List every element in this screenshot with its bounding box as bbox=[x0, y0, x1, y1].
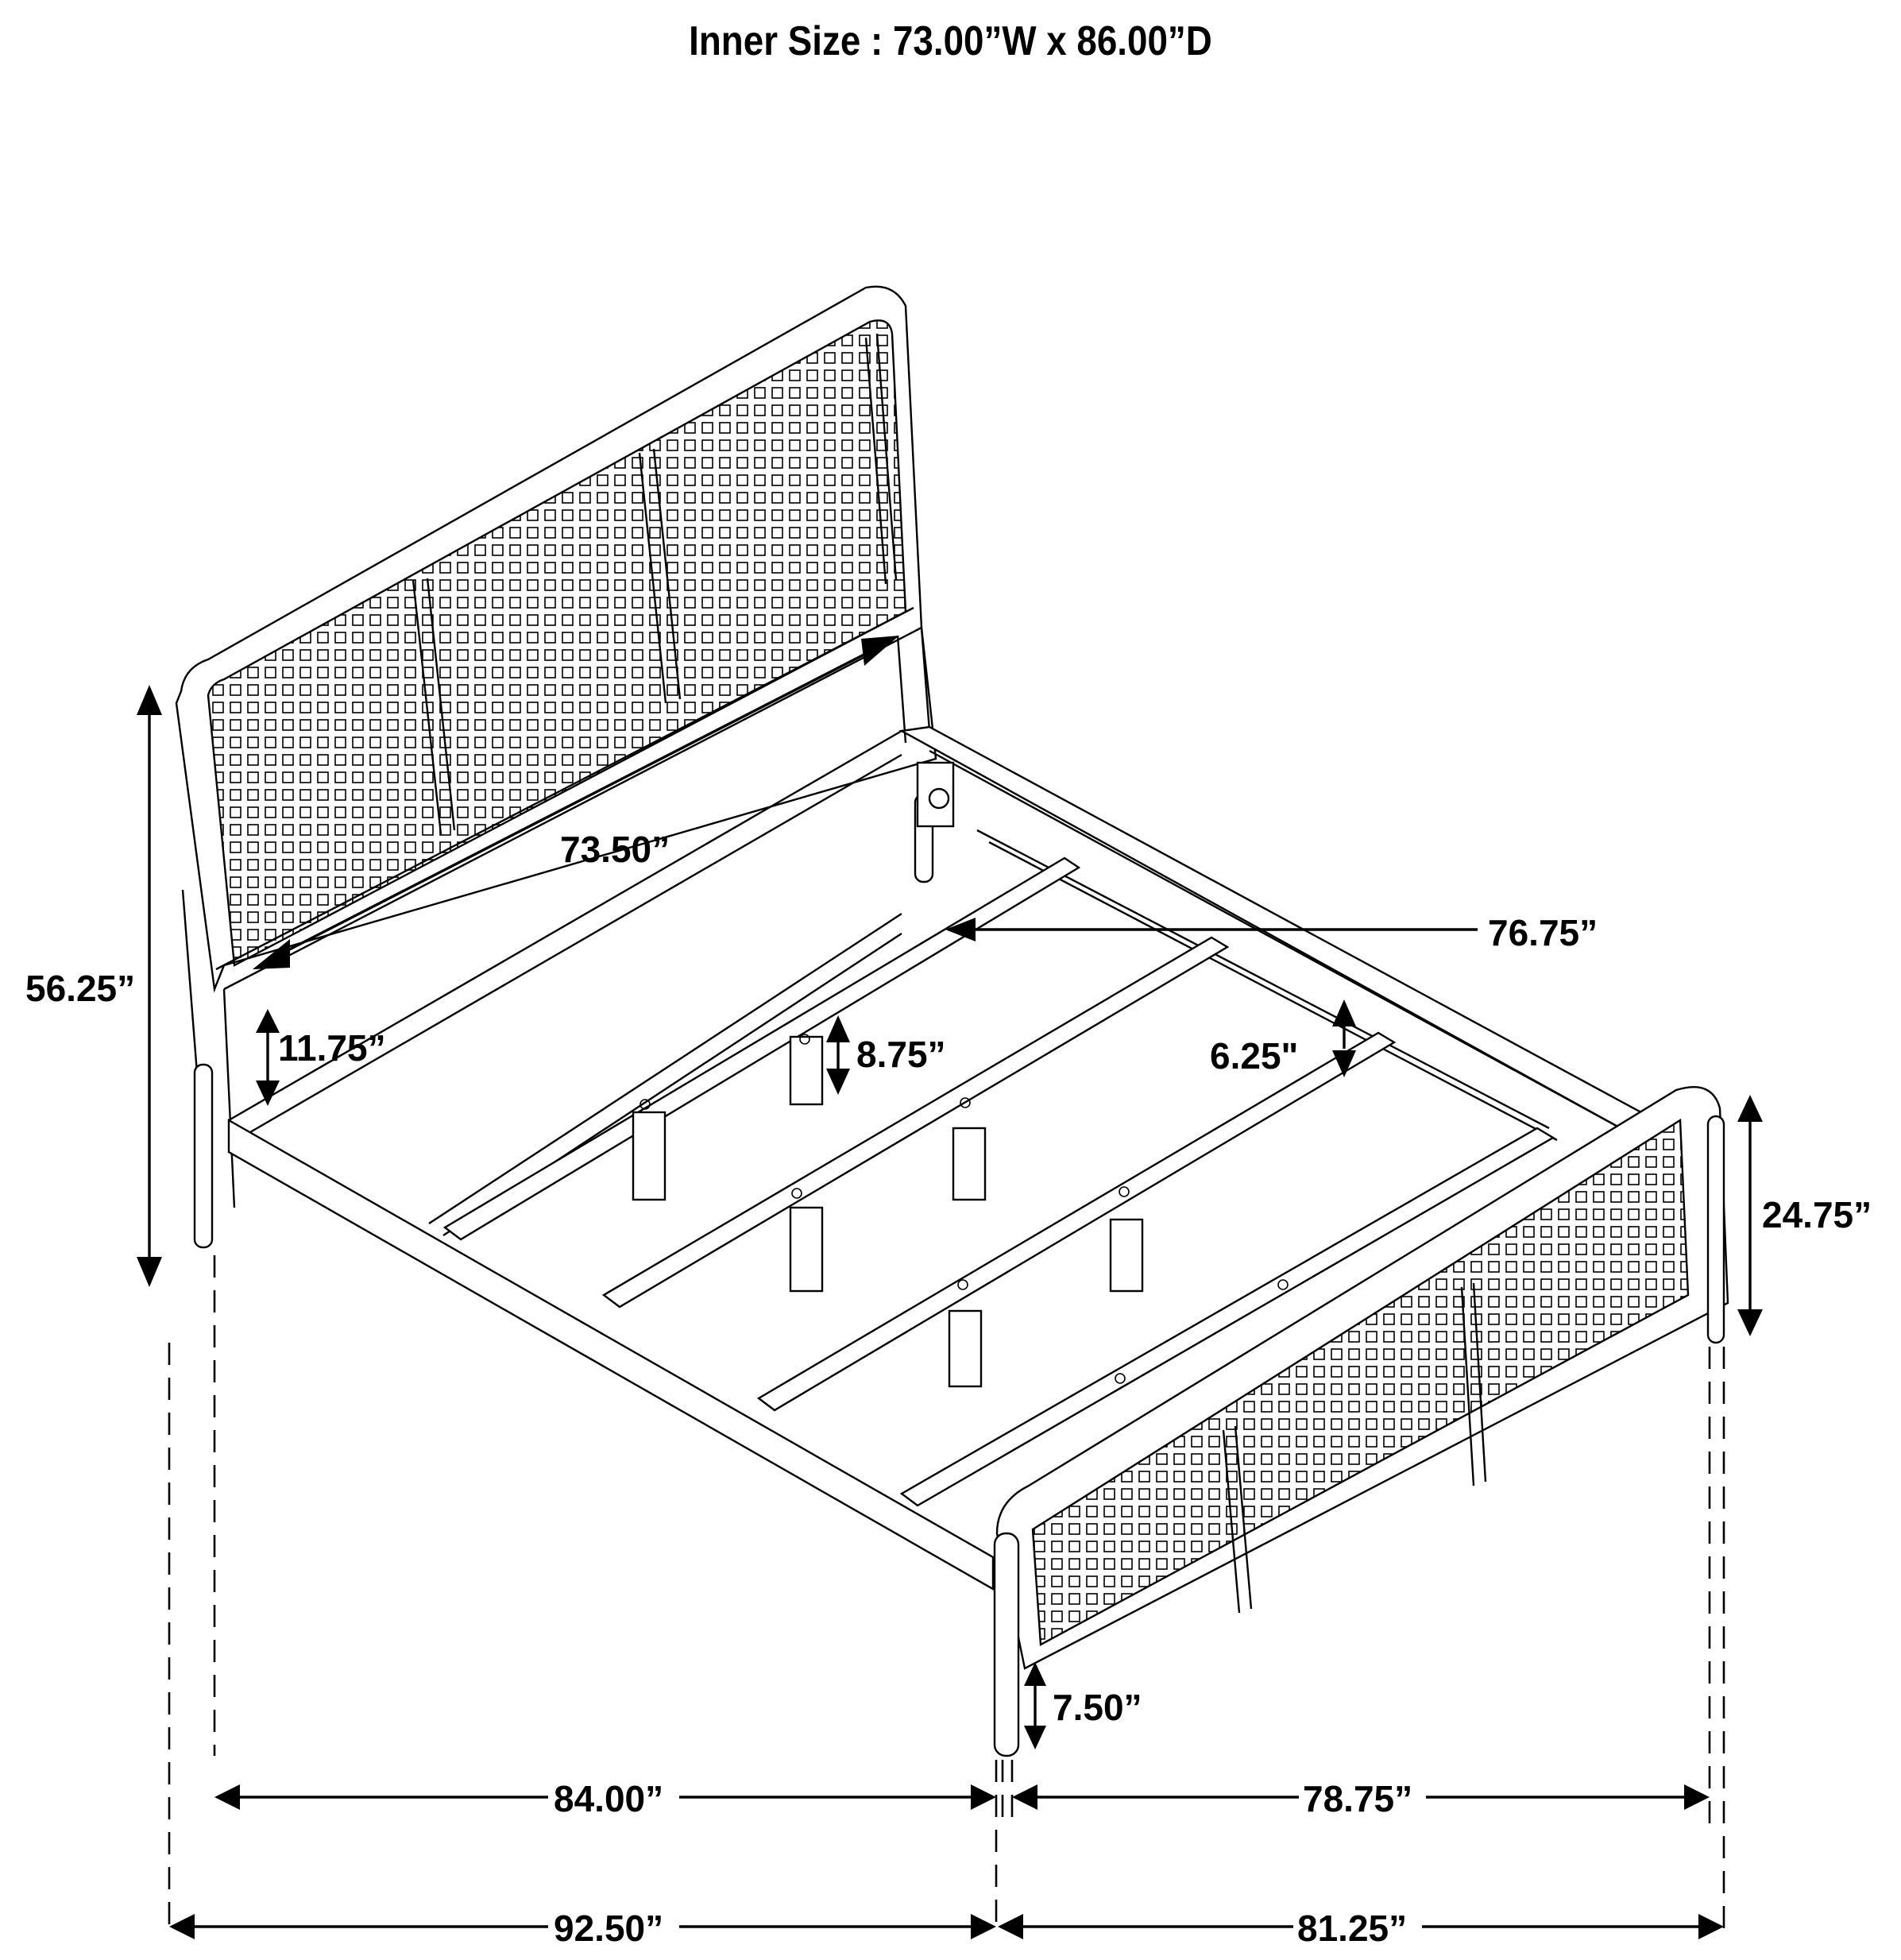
dim-headboard-height: 56.25” bbox=[25, 685, 162, 1287]
label-inner-width: 78.75” bbox=[1303, 1778, 1412, 1819]
slats bbox=[442, 856, 1555, 1507]
extension-lines bbox=[168, 1255, 1725, 1931]
dim-side-rail-length: 76.75” bbox=[945, 912, 1598, 953]
label-footboard-height: 24.75” bbox=[1762, 1194, 1872, 1235]
dim-rail-depth: 6.25" bbox=[1210, 999, 1356, 1077]
label-overall-width: 81.25” bbox=[1297, 1908, 1407, 1949]
label-headboard-width: 73.50” bbox=[560, 829, 670, 870]
label-side-rail-length: 76.75” bbox=[1488, 912, 1598, 953]
dim-overall-length: 92.50” bbox=[169, 1908, 996, 1949]
label-rail-depth: 6.25" bbox=[1210, 1035, 1298, 1077]
label-footboard-clearance: 7.50” bbox=[1053, 1687, 1142, 1728]
dim-inner-width: 78.75” bbox=[1012, 1778, 1710, 1819]
dim-slat-support-height: 8.75” bbox=[826, 1015, 946, 1095]
dim-overall-width: 81.25” bbox=[998, 1908, 1724, 1949]
diagram-title: Inner Size : 73.00”W x 86.00”D bbox=[689, 18, 1212, 64]
label-headboard-height: 56.25” bbox=[25, 968, 135, 1009]
footboard-right-leg bbox=[1706, 1115, 1725, 1344]
dim-footboard-clearance: 7.50” bbox=[1024, 1662, 1142, 1749]
label-inner-length: 84.00” bbox=[554, 1778, 663, 1819]
label-overall-length: 92.50” bbox=[554, 1908, 663, 1949]
side-rails bbox=[227, 725, 1651, 1591]
footboard bbox=[993, 1086, 1729, 1757]
dim-inner-length: 84.00” bbox=[214, 1778, 996, 1819]
dim-footboard-height: 24.75” bbox=[1737, 1095, 1872, 1336]
footboard-left-leg bbox=[993, 1532, 1020, 1757]
dim-headboard-width: 73.50” bbox=[253, 636, 899, 969]
label-slat-support-height: 8.75” bbox=[856, 1034, 946, 1075]
dim-headboard-clearance: 11.75” bbox=[256, 1009, 386, 1106]
label-headboard-clearance: 11.75” bbox=[278, 1027, 386, 1069]
headboard-left-leg bbox=[193, 1063, 214, 1249]
